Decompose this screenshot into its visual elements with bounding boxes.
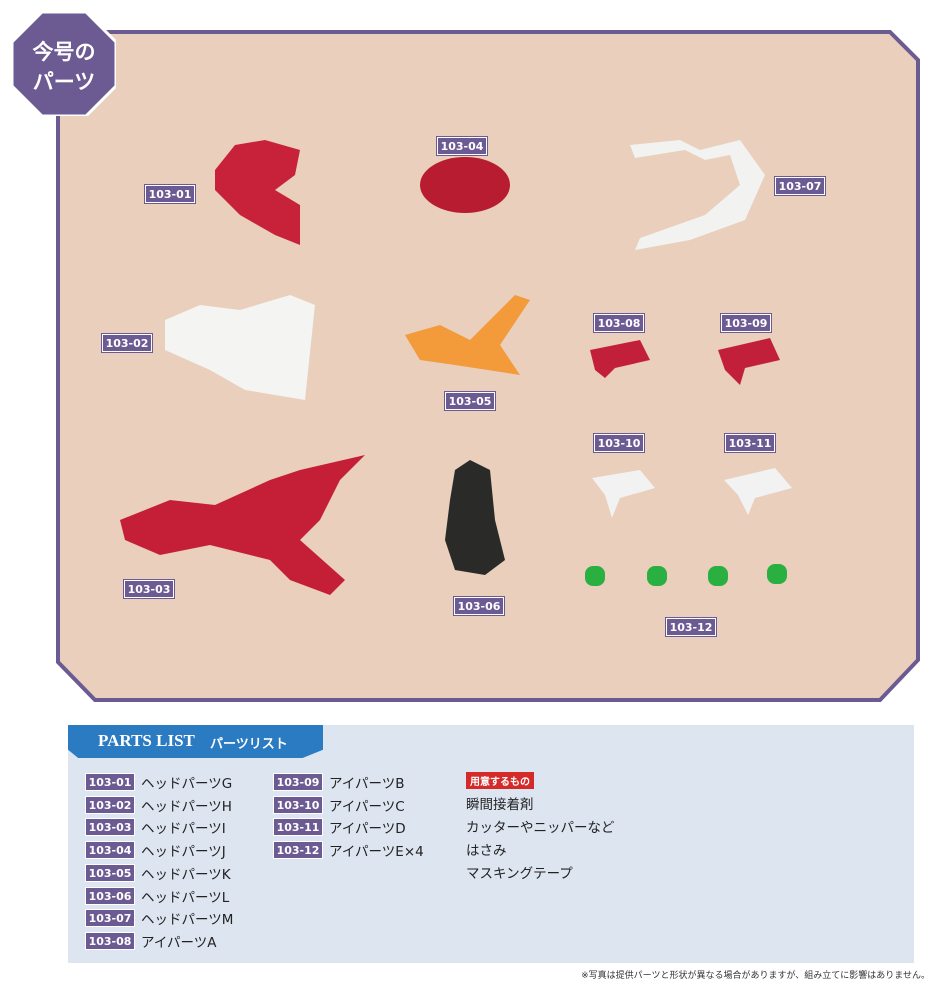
parts-list-item: 103-01 ヘッドパーツG [85, 772, 232, 792]
part-103-08 [590, 340, 650, 378]
needed-item: マスキングテープ [466, 866, 573, 882]
parts-photo [56, 30, 920, 702]
parts-list-item: 103-12 アイパーツE×4 [273, 840, 424, 860]
needed-items-label: 用意するもの [466, 772, 534, 789]
this-issue-parts-badge: 今号の パーツ [10, 10, 118, 118]
parts-list-item: 103-07 ヘッドパーツM [85, 908, 233, 928]
part-name: アイパーツE×4 [329, 844, 424, 861]
badge-line2: パーツ [32, 69, 96, 94]
part-code: 103-02 [85, 795, 135, 814]
photo-label: 103-07 [774, 176, 826, 196]
part-name: ヘッドパーツI [141, 821, 226, 838]
part-103-05 [405, 295, 530, 375]
needed-item: はさみ [466, 843, 507, 859]
part-code: 103-04 [85, 841, 135, 860]
part-name: アイパーツB [329, 776, 405, 792]
photo-label: 103-10 [593, 433, 645, 453]
parts-list-item: 103-02 ヘッドパーツH [85, 795, 232, 815]
part-103-04 [420, 157, 510, 213]
parts-list-header: PARTS LIST パーツリスト [68, 725, 323, 758]
photo-label: 103-05 [444, 391, 496, 411]
part-103-10 [592, 470, 655, 518]
parts-list-item: 103-10 アイパーツC [273, 795, 405, 815]
part-code: 103-10 [273, 795, 323, 814]
part-code: 103-05 [85, 863, 135, 882]
parts-list-item: 103-09 アイパーツB [273, 772, 405, 792]
part-name: ヘッドパーツK [141, 866, 231, 883]
part-103-02 [165, 295, 315, 400]
needed-item: カッターやニッパーなど [466, 820, 615, 836]
part-code: 103-06 [85, 886, 135, 905]
parts-list-item: 103-06 ヘッドパーツL [85, 886, 229, 906]
parts-list-item: 103-08 アイパーツA [85, 931, 217, 951]
photo-label: 103-12 [665, 617, 717, 637]
parts-list-item: 103-03 ヘッドパーツI [85, 817, 226, 837]
photo-label: 103-01 [144, 184, 196, 204]
part-103-06 [445, 460, 505, 575]
part-name: ヘッドパーツG [141, 776, 233, 792]
parts-list-item: 103-05 ヘッドパーツK [85, 863, 231, 883]
part-name: ヘッドパーツM [141, 912, 234, 929]
parts-list-title-jp: パーツリスト [210, 737, 288, 752]
photo-label: 103-02 [101, 333, 153, 353]
photo-label: 103-03 [123, 579, 175, 599]
part-code: 103-11 [273, 818, 323, 837]
part-name: アイパーツD [329, 821, 406, 838]
part-103-01 [215, 140, 300, 245]
part-name: アイパーツA [141, 934, 217, 951]
part-code: 103-01 [85, 773, 135, 791]
part-103-07 [630, 140, 765, 250]
part-name: ヘッドパーツH [141, 798, 232, 815]
part-code: 103-12 [273, 841, 323, 860]
part-103-12 [585, 564, 787, 586]
part-code: 103-03 [85, 818, 135, 837]
parts-list-item: 103-11 アイパーツD [273, 817, 406, 837]
part-name: アイパーツC [329, 798, 405, 815]
parts-list-item: 103-04 ヘッドパーツJ [85, 840, 226, 860]
part-code: 103-08 [85, 931, 135, 950]
photo-label: 103-08 [593, 313, 645, 333]
part-103-03 [120, 455, 365, 595]
photo-label: 103-09 [720, 313, 772, 333]
part-103-11 [724, 468, 792, 515]
part-103-09 [718, 338, 780, 385]
parts-list-title-en: PARTS LIST [98, 731, 195, 750]
part-name: ヘッドパーツL [141, 889, 230, 906]
photo-label: 103-11 [724, 433, 776, 453]
disclaimer-note: ※写真は提供パーツと形状が異なる場合がありますが、組み立てに影響はありません。 [581, 971, 930, 981]
part-code: 103-07 [85, 909, 135, 928]
needed-item: 瞬間接着剤 [466, 797, 534, 813]
photo-label: 103-06 [453, 596, 505, 616]
photo-label: 103-04 [436, 136, 488, 156]
parts-list-panel: PARTS LIST パーツリスト 103-01 ヘッドパーツG 103-02 ヘッド… [68, 725, 914, 963]
part-code: 103-09 [273, 773, 323, 791]
part-name: ヘッドパーツJ [141, 844, 226, 861]
badge-line1: 今号の [32, 39, 96, 64]
